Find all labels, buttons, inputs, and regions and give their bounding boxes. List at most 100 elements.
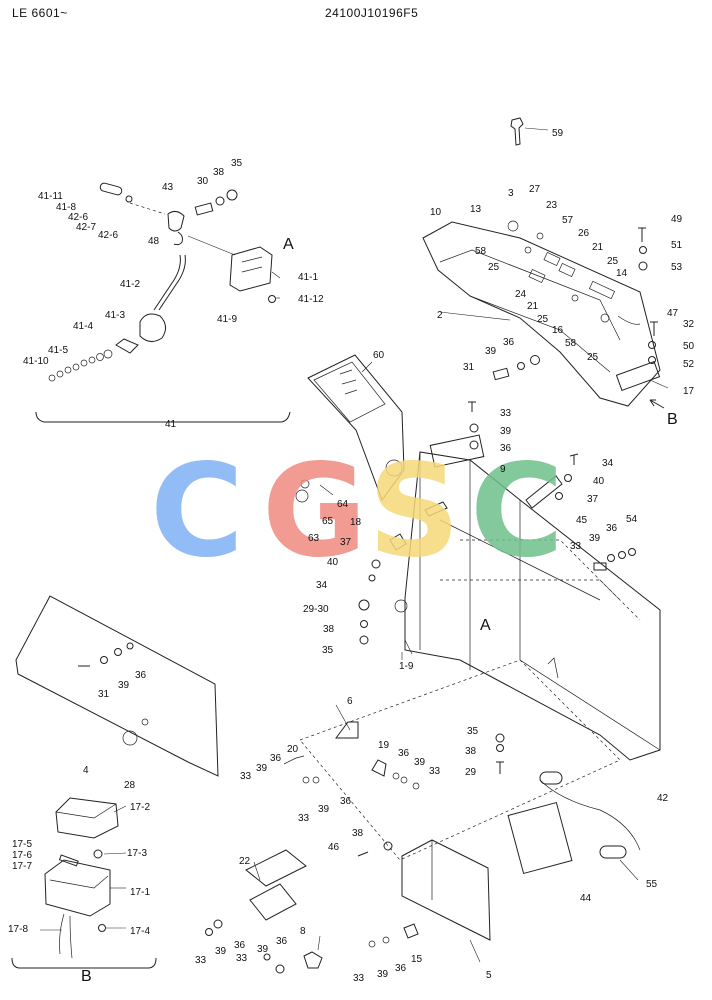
callout-47: 47 (667, 308, 679, 319)
callout-53: 53 (671, 262, 683, 273)
callout-17-6: 17-6 (12, 850, 32, 861)
callout-9: 9 (500, 464, 506, 475)
detail-b-assembly-17 (11, 797, 157, 969)
view-letter-B: B (667, 411, 678, 428)
callout-44: 44 (580, 893, 592, 904)
callout-26: 26 (578, 228, 590, 239)
callout-17-7: 17-7 (12, 861, 32, 872)
callout-54: 54 (626, 514, 638, 525)
callout-13: 13 (470, 204, 482, 215)
callout-17-4: 17-4 (130, 926, 150, 937)
callout-33: 33 (353, 973, 365, 984)
callout-36: 36 (276, 936, 288, 947)
watermark-letter: C (470, 437, 564, 586)
callout-42-7: 42-7 (76, 222, 96, 233)
callout-22: 22 (239, 856, 251, 867)
callout-58: 58 (565, 338, 577, 349)
callout-1-9: 1-9 (399, 661, 414, 672)
callout-25: 25 (488, 262, 500, 273)
side-panel-4 (15, 595, 219, 777)
callout-41: 41 (165, 419, 177, 430)
callout-37: 37 (340, 537, 352, 548)
callout-46: 46 (328, 842, 340, 853)
callout-17-1: 17-1 (130, 887, 150, 898)
callout-39: 39 (377, 969, 389, 980)
callout-3: 3 (508, 188, 514, 199)
callout-21: 21 (527, 301, 539, 312)
callout-41-9: 41-9 (217, 314, 237, 325)
callout-19: 19 (378, 740, 390, 751)
callout-33: 33 (195, 955, 207, 966)
callout-39: 39 (118, 680, 130, 691)
callout-36: 36 (503, 337, 515, 348)
callout-60: 60 (373, 350, 385, 361)
callout-17-2: 17-2 (130, 802, 150, 813)
callout-57: 57 (562, 215, 574, 226)
callout-42: 42 (657, 793, 669, 804)
callout-38: 38 (323, 624, 335, 635)
callout-36: 36 (234, 940, 246, 951)
callout-10: 10 (430, 207, 442, 218)
callout-39: 39 (414, 757, 426, 768)
callout-36: 36 (135, 670, 147, 681)
callout-28: 28 (124, 780, 136, 791)
callout-41-2: 41-2 (120, 279, 140, 290)
callout-4: 4 (83, 765, 89, 776)
callout-39: 39 (257, 944, 269, 955)
callout-36: 36 (500, 443, 512, 454)
callout-64: 64 (337, 499, 349, 510)
callout-42-6: 42-6 (68, 212, 88, 223)
callout-35: 35 (467, 726, 479, 737)
callout-25: 25 (587, 352, 599, 363)
callout-41-5: 41-5 (48, 345, 68, 356)
callout-30: 30 (197, 176, 209, 187)
callout-39: 39 (215, 946, 227, 957)
callout-50: 50 (683, 341, 695, 352)
callout-36: 36 (270, 753, 282, 764)
callout-51: 51 (671, 240, 683, 251)
callout-59: 59 (552, 128, 564, 139)
column-cover-60 (307, 354, 405, 502)
callout-41-12: 41-12 (298, 294, 324, 305)
callout-37: 37 (587, 494, 599, 505)
callout-31: 31 (98, 689, 110, 700)
callout-49: 49 (671, 214, 683, 225)
view-letter-A: A (480, 617, 491, 634)
callout-17: 17 (683, 386, 695, 397)
callout-41-8: 41-8 (56, 202, 76, 213)
callout-33: 33 (298, 813, 310, 824)
callout-52: 52 (683, 359, 695, 370)
callout-58: 58 (475, 246, 487, 257)
callout-25: 25 (607, 256, 619, 267)
callout-45: 45 (576, 515, 588, 526)
callout-41-3: 41-3 (105, 310, 125, 321)
callout-17-5: 17-5 (12, 839, 32, 850)
callout-63: 63 (308, 533, 320, 544)
callout-25: 25 (537, 314, 549, 325)
callout-34: 34 (602, 458, 614, 469)
callout-8: 8 (300, 926, 306, 937)
callout-40: 40 (327, 557, 339, 568)
callout-35: 35 (322, 645, 334, 656)
callout-33: 33 (236, 953, 248, 964)
callout-36: 36 (395, 963, 407, 974)
callout-38: 38 (352, 828, 364, 839)
callout-38: 38 (213, 167, 225, 178)
callout-18: 18 (350, 517, 362, 528)
base-bracket-5 (205, 659, 641, 974)
callout-36: 36 (340, 796, 352, 807)
callout-23: 23 (546, 200, 558, 211)
leader-lines (40, 127, 669, 963)
callout-55: 55 (646, 879, 658, 890)
callout-39: 39 (256, 763, 268, 774)
callout-5: 5 (486, 970, 492, 981)
callout-35: 35 (231, 158, 243, 169)
callout-36: 36 (398, 748, 410, 759)
callout-29-30: 29-30 (303, 604, 329, 615)
callout-39: 39 (318, 804, 330, 815)
callout-2: 2 (437, 310, 443, 321)
